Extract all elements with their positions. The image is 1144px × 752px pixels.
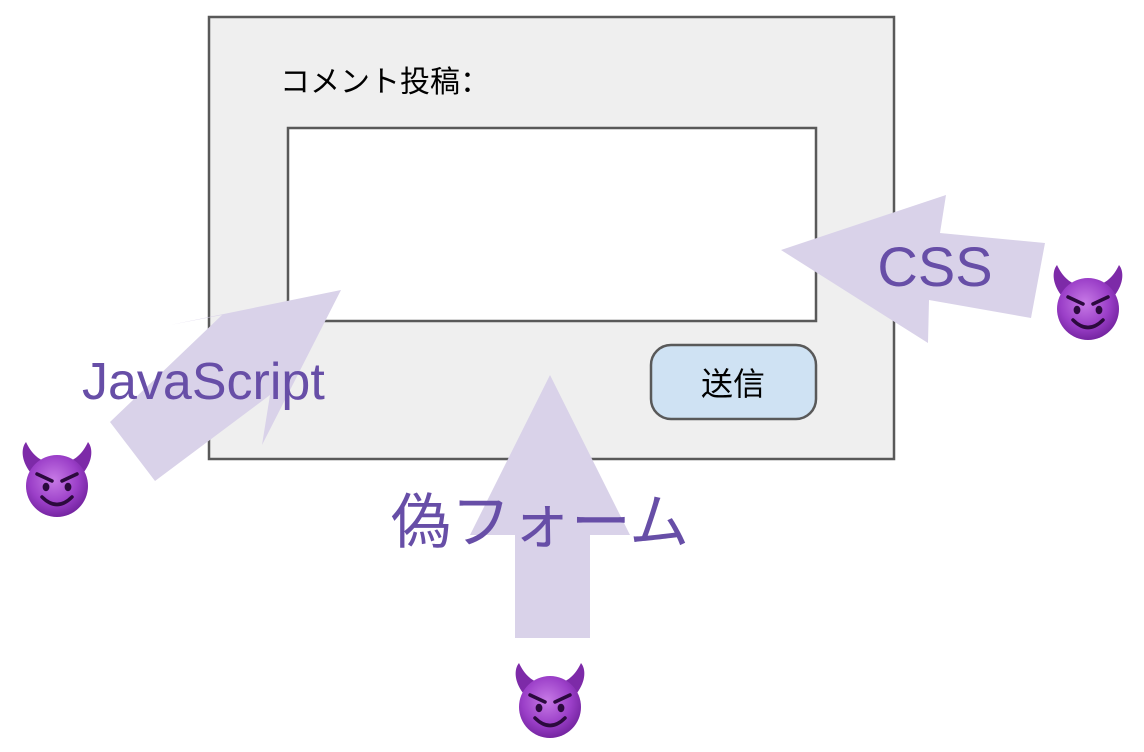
label-css: CSS: [877, 235, 992, 298]
submit-button-shape[interactable]: [649, 343, 818, 421]
devil-icon: [20, 440, 94, 519]
submit-button[interactable]: 送信: [649, 343, 818, 421]
arrow-css: [781, 195, 1045, 343]
arrow-fake-form: [470, 375, 630, 638]
devil-icon: [1051, 263, 1125, 342]
comment-textarea[interactable]: [286, 126, 818, 323]
label-javascript: JavaScript: [82, 353, 325, 411]
devil-icon: [513, 661, 587, 740]
submit-button-label: 送信: [701, 365, 765, 403]
arrow-javascript: [110, 290, 341, 481]
form-label: コメント投稿：: [280, 65, 490, 100]
label-fake-form: 偽フォーム: [391, 489, 689, 556]
